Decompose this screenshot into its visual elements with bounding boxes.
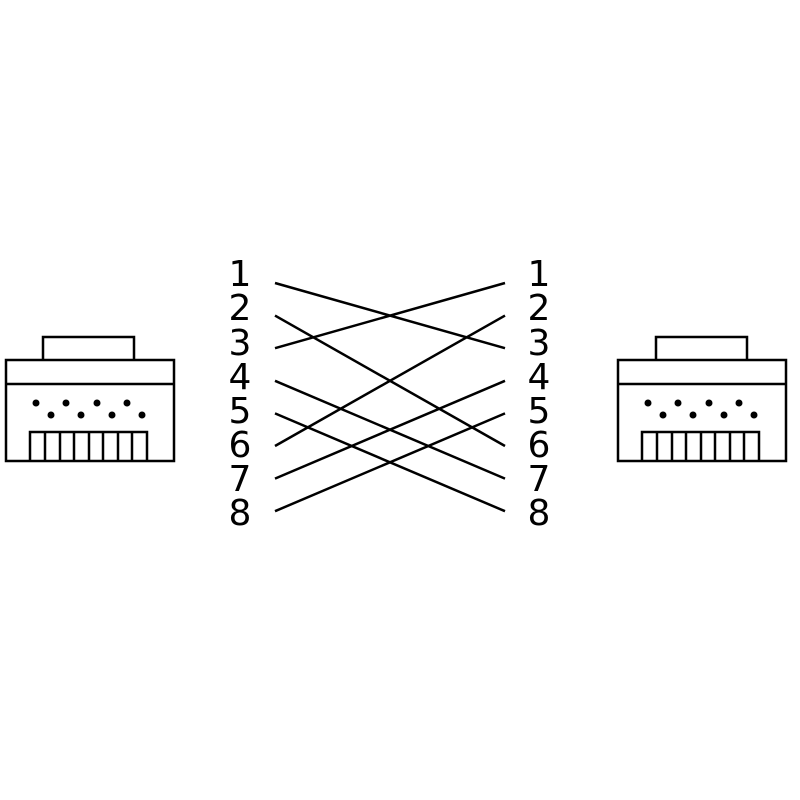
left-pin-label: 3 xyxy=(229,323,252,364)
left-pin-label: 4 xyxy=(229,357,252,398)
left-connector-contact-dots xyxy=(32,399,146,419)
right-pin-label: 2 xyxy=(528,288,551,329)
left-rj45-connector-icon xyxy=(4,335,176,463)
right-pin-label: 4 xyxy=(528,357,551,398)
right-connector-pins xyxy=(640,430,761,460)
right-pin-labels: 1 2 3 4 5 6 7 8 xyxy=(528,254,551,534)
wire-7-to-4 xyxy=(274,379,506,480)
right-pin-label: 3 xyxy=(528,323,551,364)
right-pin-label: 8 xyxy=(528,493,551,534)
crossover-wires xyxy=(274,281,506,513)
right-connector-contact-dots xyxy=(644,399,758,419)
left-pin-label: 7 xyxy=(229,459,252,500)
left-pin-label: 6 xyxy=(229,425,252,466)
left-connector-pins xyxy=(28,430,149,460)
left-pin-label: 5 xyxy=(229,391,252,432)
left-pin-labels: 1 2 3 4 5 6 7 8 xyxy=(229,254,252,534)
right-pin-label: 6 xyxy=(528,425,551,466)
wire-3-to-1 xyxy=(274,281,506,350)
right-pin-label: 1 xyxy=(528,254,551,295)
left-pin-label: 1 xyxy=(229,254,252,295)
wire-8-to-5 xyxy=(274,412,506,513)
wire-6-to-2 xyxy=(274,314,506,448)
left-pin-label: 8 xyxy=(229,493,252,534)
right-pin-label: 5 xyxy=(528,391,551,432)
left-pin-label: 2 xyxy=(229,288,252,329)
right-pin-label: 7 xyxy=(528,459,551,500)
right-rj45-connector-icon xyxy=(616,335,788,463)
